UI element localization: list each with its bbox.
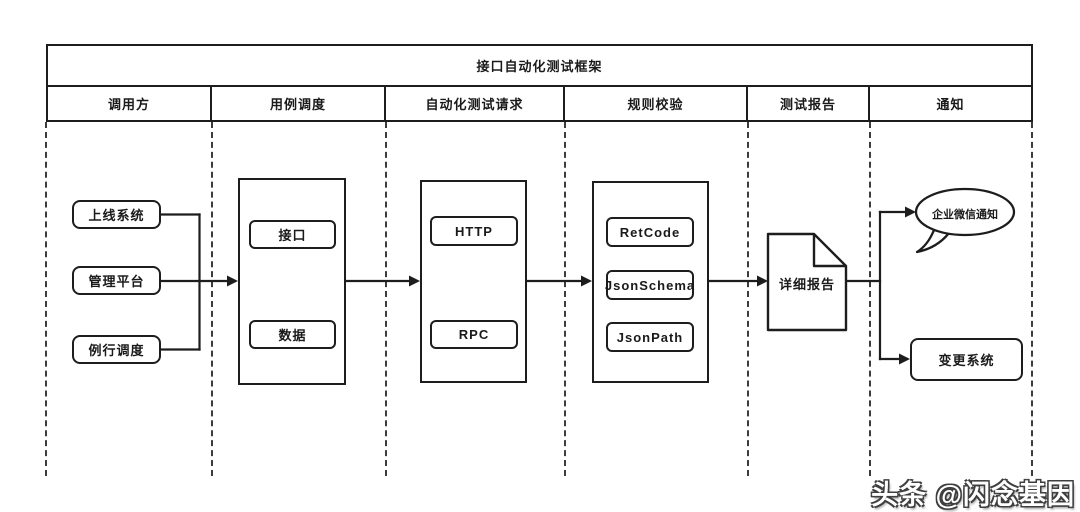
lane-header-notification: 通知	[936, 97, 965, 112]
lane-header-row: 调用方 用例调度 自动化测试请求 规则校验 测试报告 通知	[48, 87, 1031, 120]
lane-header-caller: 调用方	[48, 87, 212, 120]
arrowhead	[905, 206, 916, 218]
diagram-title: 接口自动化测试框架	[48, 46, 1031, 87]
node-rpc: RPC	[430, 320, 518, 349]
lane-divider	[45, 122, 47, 476]
node-detailed-report-label: 详细报告	[778, 277, 835, 292]
container-case-scheduling	[238, 178, 346, 385]
lane-divider	[869, 122, 871, 476]
lane-header-rule-validation: 规则校验	[565, 87, 748, 120]
lane-divider	[1031, 122, 1033, 476]
node-jsonpath: JsonPath	[606, 322, 694, 352]
node-change-system: 变更系统	[910, 338, 1023, 381]
node-api: 接口	[249, 220, 336, 249]
arrowhead	[409, 275, 420, 287]
lane-divider	[385, 122, 387, 476]
node-routine-scheduling: 例行调度	[72, 335, 161, 364]
node-jsonschema: JsonSchema	[605, 270, 694, 300]
node-http: HTTP	[430, 216, 518, 246]
node-online-system: 上线系统	[72, 200, 161, 229]
watermark-text: 头条 @闪念基因	[871, 480, 1075, 510]
lane-divider	[564, 122, 566, 476]
lane-header-test-report: 测试报告	[748, 87, 870, 120]
node-data: 数据	[249, 320, 336, 349]
container-auto-test-request	[420, 180, 527, 383]
node-retcode: RetCode	[606, 217, 694, 247]
arrowhead	[899, 353, 910, 365]
arrowhead	[581, 275, 592, 287]
node-management-platform: 管理平台	[72, 266, 161, 295]
framework-header-table: 接口自动化测试框架 调用方 用例调度 自动化测试请求 规则校验 测试报告 通知	[46, 44, 1033, 122]
arrowhead	[227, 275, 238, 287]
lane-header-case-scheduling: 用例调度	[212, 87, 386, 120]
lane-divider	[747, 122, 749, 476]
node-wecom-notify-label: 企业微信通知	[932, 209, 998, 221]
lane-header-auto-test-request: 自动化测试请求	[386, 87, 565, 120]
lane-divider	[211, 122, 213, 476]
arrowhead	[757, 275, 768, 287]
